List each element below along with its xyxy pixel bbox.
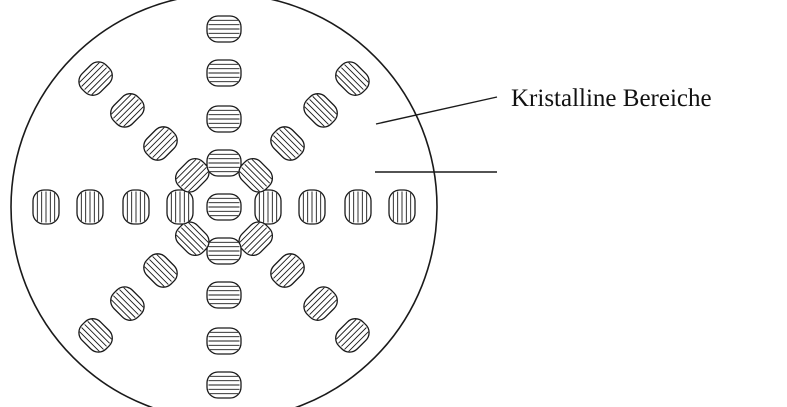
crystalline-lamella bbox=[331, 314, 373, 356]
crystalline-lamella bbox=[123, 190, 149, 224]
crystalline-lamella bbox=[77, 190, 103, 224]
crystalline-lamella bbox=[74, 57, 116, 99]
crystalline-lamella bbox=[207, 372, 241, 398]
crystalline-lamella bbox=[74, 314, 116, 356]
crystalline-lamella bbox=[33, 190, 59, 224]
crystalline-lamella bbox=[389, 190, 415, 224]
crystalline-lamella bbox=[207, 194, 241, 220]
crystalline-lamella bbox=[139, 249, 181, 291]
crystalline-lamella bbox=[207, 16, 241, 42]
crystalline-lamella bbox=[207, 150, 241, 176]
crystalline-lamella bbox=[266, 122, 308, 164]
crystalline-lamella bbox=[299, 282, 341, 324]
crystalline-lamella bbox=[255, 190, 281, 224]
leader-line-crystalline bbox=[376, 97, 497, 124]
crystalline-lamella bbox=[207, 282, 241, 308]
crystalline-lamella bbox=[106, 89, 148, 131]
crystalline-lamella bbox=[139, 122, 181, 164]
crystalline-lamella bbox=[331, 57, 373, 99]
crystalline-lamella bbox=[207, 60, 241, 86]
crystalline-lamella bbox=[345, 190, 371, 224]
crystalline-lamella bbox=[266, 249, 308, 291]
crystalline-lamella bbox=[167, 190, 193, 224]
crystalline-lamellae-group bbox=[33, 16, 415, 398]
label-kristalline-bereiche: Kristalline Bereiche bbox=[511, 85, 712, 112]
crystalline-lamella bbox=[106, 282, 148, 324]
crystalline-lamella bbox=[207, 238, 241, 264]
crystalline-lamella bbox=[207, 106, 241, 132]
crystalline-lamella bbox=[207, 328, 241, 354]
crystalline-lamella bbox=[299, 89, 341, 131]
crystalline-lamella bbox=[299, 190, 325, 224]
